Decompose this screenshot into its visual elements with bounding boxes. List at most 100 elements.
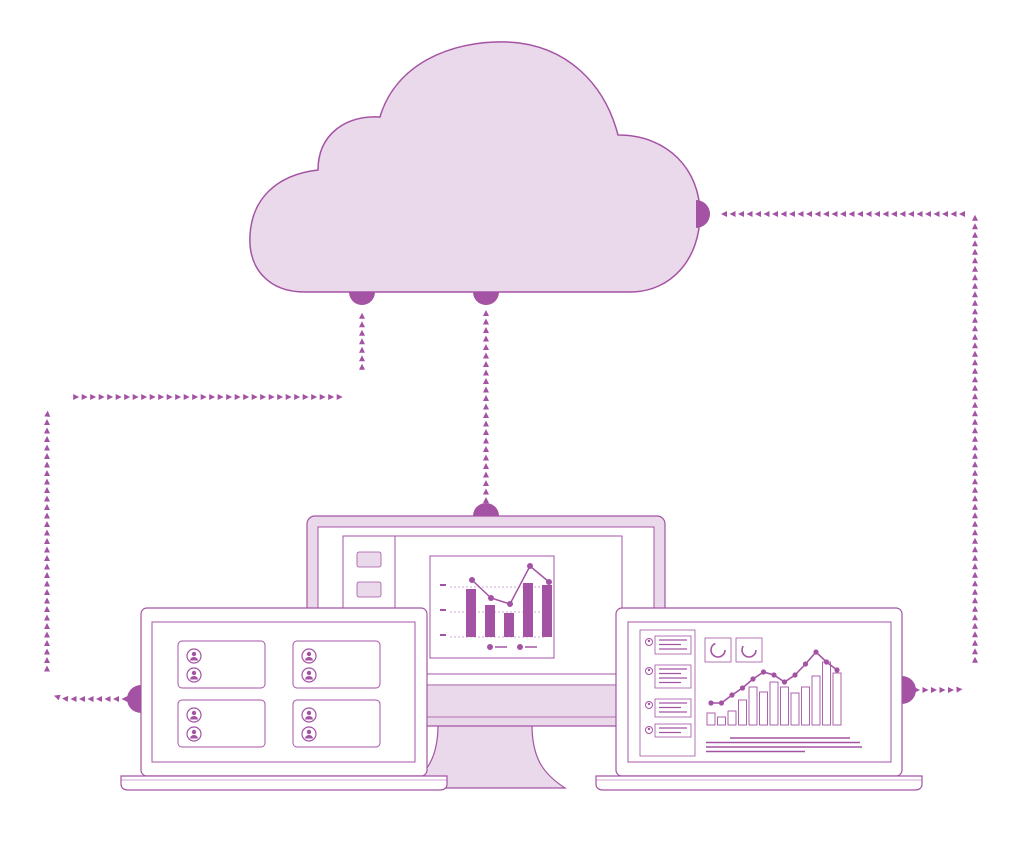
donut-card: [704, 637, 732, 663]
arrow-head: [857, 211, 863, 217]
bar: [542, 585, 552, 637]
arrow-head: [44, 555, 50, 561]
arrow-head: [972, 333, 978, 340]
user-icon-head: [647, 727, 651, 731]
donut-icon: [741, 642, 757, 658]
arrow-head: [44, 563, 50, 570]
bar: [717, 716, 726, 726]
arrow-head: [96, 696, 102, 702]
arrow-head: [806, 211, 812, 217]
arrow-head: [972, 350, 978, 357]
arrow-head: [268, 394, 275, 400]
arrow-head: [319, 394, 326, 400]
arrow-head: [483, 454, 489, 461]
arrow-head: [483, 369, 489, 376]
arrow-head: [113, 696, 119, 702]
arrow-head: [972, 512, 978, 519]
arrow-head: [44, 419, 50, 425]
user-icon-head: [647, 639, 651, 643]
arrow-head: [192, 394, 199, 400]
arrow-head: [483, 471, 489, 478]
arrow-head: [81, 394, 88, 400]
arrow-head: [972, 571, 978, 578]
arrow-head: [483, 420, 489, 427]
bar: [504, 613, 514, 637]
arrow-head: [44, 589, 50, 595]
trend-point: [546, 579, 552, 585]
arrow-head: [104, 696, 111, 702]
arrow-head: [44, 640, 50, 646]
trend-point: [718, 700, 725, 706]
user-cards: [177, 640, 381, 748]
user-icon-head: [306, 651, 312, 657]
arrow-head: [721, 211, 727, 217]
arrow-head: [942, 211, 948, 217]
bar: [801, 686, 810, 726]
donut-icon: [710, 642, 726, 658]
user-icon-head: [306, 670, 312, 676]
legend-marker: [487, 644, 493, 650]
bar: [523, 583, 533, 637]
arrow-head: [948, 687, 954, 693]
arrow-head: [483, 488, 489, 495]
arrow-head: [972, 495, 978, 502]
arrow-head: [972, 410, 978, 417]
user-icon-body: [305, 657, 313, 661]
arrow-head: [772, 211, 778, 217]
bar: [780, 686, 789, 726]
arrow-head: [44, 580, 50, 587]
arrow-head: [483, 378, 489, 384]
arrow-head: [226, 394, 233, 400]
arrow-head: [234, 394, 241, 400]
trend-point: [527, 563, 533, 569]
arrow-head: [908, 211, 914, 217]
arrow-head: [972, 248, 978, 255]
bar: [706, 712, 716, 726]
arrow-head: [925, 211, 931, 217]
arrow-head: [972, 435, 978, 442]
arrow-head: [950, 211, 957, 217]
arrow-head: [972, 520, 978, 527]
arrow-head: [483, 497, 489, 503]
arrow-head: [183, 394, 190, 400]
arrow-head: [483, 412, 489, 418]
laptop-right: [595, 607, 923, 791]
arrow-head: [483, 395, 489, 401]
user-icon-body: [305, 716, 313, 720]
user-icon-head: [191, 729, 197, 735]
arrow-head: [972, 622, 978, 629]
bar: [811, 675, 821, 726]
arrow-head: [972, 282, 978, 289]
arrow-head: [44, 512, 50, 519]
arrow-head: [44, 529, 50, 536]
arrow-head: [44, 631, 50, 638]
arrow-head: [107, 394, 114, 400]
arrow-head: [972, 291, 978, 298]
arrow-head: [823, 211, 829, 217]
arrow-head: [483, 310, 489, 316]
arrow-head: [840, 211, 846, 217]
arrow-head: [217, 394, 224, 400]
laptop-left: [120, 607, 448, 791]
arrow-head: [848, 211, 855, 217]
arrow-head: [483, 352, 489, 359]
arrow-head: [483, 344, 489, 350]
arrow-head: [933, 211, 940, 217]
arrow-head: [789, 211, 795, 217]
arrow-head: [972, 308, 978, 315]
trend-point: [802, 661, 809, 667]
arrow-head: [44, 546, 50, 553]
arrow-head: [483, 327, 489, 333]
trend-point: [488, 595, 494, 601]
arrow-head: [899, 211, 906, 217]
arrow-head: [44, 453, 50, 459]
bar: [759, 691, 768, 726]
trend-point: [834, 667, 840, 673]
arrow-head: [780, 211, 787, 217]
arrow-head: [44, 614, 50, 621]
trend-point: [729, 692, 735, 698]
arrow-head: [44, 410, 51, 417]
arrow-head: [44, 478, 50, 485]
arrow-head: [328, 394, 335, 400]
